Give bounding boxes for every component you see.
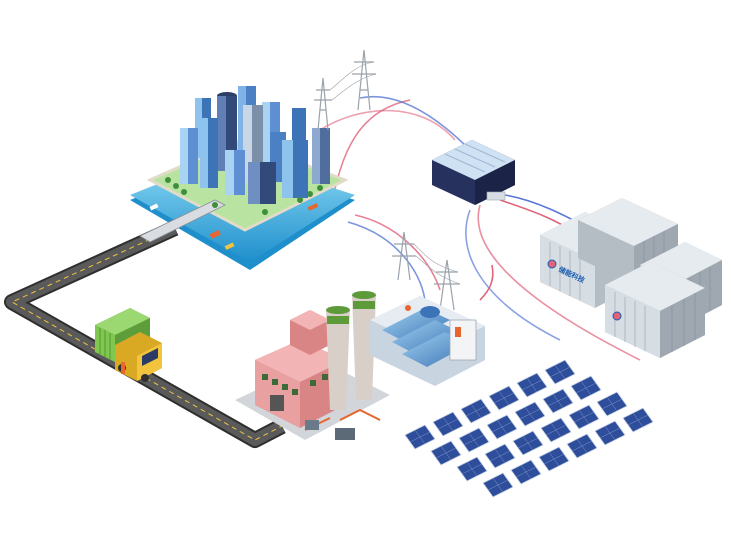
solar-panel-grid: [465, 403, 487, 419]
trees: [165, 177, 323, 215]
flow-line-city-factory-blue: [347, 221, 426, 301]
tower-lower: [434, 259, 460, 311]
solar-panel-grid: [515, 464, 537, 480]
storage-container: [605, 262, 705, 358]
solar-panel-grid: [487, 477, 509, 493]
solar-panel-grid: [493, 390, 515, 406]
solar-panel-grid: [573, 409, 595, 425]
solar-panel-grid: [437, 416, 459, 432]
flow-line-storage-down-blue: [465, 209, 561, 341]
solar-panel-grid: [545, 422, 567, 438]
tower-top-right: [352, 49, 376, 111]
solar-panel-grid: [575, 380, 597, 396]
skyscrapers: [180, 86, 330, 204]
flow-line-boiler-tower: [479, 264, 494, 301]
solar-panel-grid: [463, 432, 485, 448]
solar-panel-grid: [491, 419, 513, 435]
solar-panel-grid: [521, 377, 543, 393]
solar-panel-grid: [547, 393, 569, 409]
bridge: [139, 199, 226, 243]
storage-brand-logo: [612, 311, 622, 321]
solar-panel-grid: [571, 438, 593, 454]
solar-panel-grid: [599, 425, 621, 441]
solar-panel-field: [404, 359, 654, 498]
flow-line-storage-down-red: [477, 204, 641, 361]
solar-panel-grid: [461, 461, 483, 477]
city-island: [130, 86, 355, 270]
transmission-tower-icon: [314, 49, 461, 311]
boat: [149, 203, 159, 211]
boat: [209, 230, 221, 239]
inverter-station: [432, 140, 515, 205]
flow-line-city-factory-red: [354, 214, 441, 291]
solar-panel-grid: [489, 448, 511, 464]
solar-panel-grid: [549, 364, 571, 380]
solar-panel-grid: [519, 406, 541, 422]
storage-brand-logo: [547, 259, 557, 269]
solar-panel-grid: [409, 429, 431, 445]
boat: [224, 242, 235, 250]
solar-panel-grid: [435, 445, 457, 461]
boat: [307, 203, 319, 211]
chimney: [326, 306, 350, 410]
flow-line-inverter-tower: [319, 109, 456, 141]
solar-panel-grid: [627, 412, 649, 428]
energy-storage-containers: 储能科技: [540, 198, 722, 358]
flow-line-tower-inverter: [359, 95, 471, 151]
garbage-truck: [95, 308, 162, 382]
tower-middle: [392, 231, 416, 281]
solar-panel-grid: [517, 435, 539, 451]
solar-panel-grid: [543, 451, 565, 467]
energy-flow-lines: [319, 95, 641, 361]
tower-top-left: [314, 77, 332, 131]
solar-panel-grid: [601, 396, 623, 412]
power-plant-factory: [235, 291, 390, 440]
turbine-generator: [370, 296, 485, 386]
